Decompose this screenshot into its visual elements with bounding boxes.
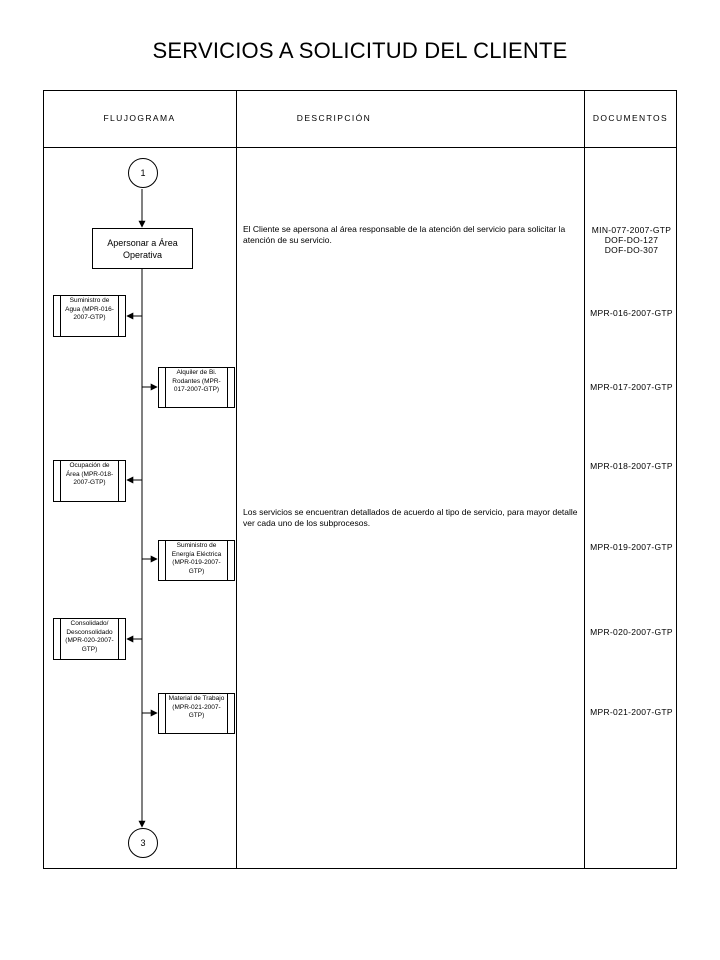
document-ref: MIN-077-2007-GTP	[591, 225, 672, 235]
subprocess-suministro-agua: Suministro de Agua (MPR-016-2007-GTP)	[53, 295, 126, 337]
document-ref: DOF-DO-127	[604, 235, 659, 245]
documents-step1: MIN-077-2007-GTP DOF-DO-127 DOF-DO-307	[586, 225, 677, 255]
description-step1: El Cliente se apersona al área responsab…	[243, 224, 566, 245]
subprocess-label: Consolidado/ Desconsolidado (MPR-020-200…	[65, 620, 114, 653]
document-ref: MPR-018-2007-GTP	[590, 461, 673, 471]
subprocess-material-trabajo: Material de Trabajo (MPR-021-2007-GTP)	[158, 693, 235, 734]
subprocess-label: Alquiler de Bi. Rodantes (MPR-017-2007-G…	[172, 369, 221, 393]
subprocess-label: Material de Trabajo (MPR-021-2007-GTP)	[168, 695, 225, 719]
column-divider-2	[584, 90, 585, 869]
document-ref: MPR-019-2007-GTP	[590, 542, 673, 552]
document-ref: MPR-017-2007-GTP	[590, 382, 673, 392]
step-apersonar: Apersonar a Área Operativa	[92, 228, 193, 269]
subprocess-label: Ocupación de Área (MPR-018-2007-GTP)	[65, 462, 114, 486]
column-divider-1	[236, 90, 237, 869]
subprocess-consolidado: Consolidado/ Desconsolidado (MPR-020-200…	[53, 618, 126, 660]
subprocess-energia-electrica: Suministro de Energía Eléctrica (MPR-019…	[158, 540, 235, 581]
document-ref: MPR-020-2007-GTP	[590, 627, 673, 637]
header-divider	[43, 147, 677, 148]
subprocess-label: Suministro de Energía Eléctrica (MPR-019…	[171, 542, 222, 575]
subprocess-label: Suministro de Agua (MPR-016-2007-GTP)	[65, 297, 114, 321]
subprocess-alquiler: Alquiler de Bi. Rodantes (MPR-017-2007-G…	[158, 367, 235, 408]
document-ref: DOF-DO-307	[604, 245, 659, 255]
step-apersonar-label: Apersonar a Área Operativa	[107, 237, 178, 260]
document-ref: MPR-021-2007-GTP	[590, 707, 673, 717]
connector-start: 1	[128, 158, 158, 188]
header-documentos: DOCUMENTOS	[592, 113, 669, 123]
flowchart-table	[43, 90, 677, 869]
subprocess-ocupacion-area: Ocupación de Área (MPR-018-2007-GTP)	[53, 460, 126, 502]
page-title: SERVICIOS A SOLICITUD DEL CLIENTE	[152, 38, 568, 63]
connector-end: 3	[128, 828, 158, 858]
document-ref: MPR-016-2007-GTP	[590, 308, 673, 318]
header-descripcion: DESCRIPCIÓN	[296, 113, 372, 123]
description-subprocesses: Los servicios se encuentran detallados d…	[243, 507, 578, 528]
header-flujograma: FLUJOGRAMA	[103, 113, 176, 123]
